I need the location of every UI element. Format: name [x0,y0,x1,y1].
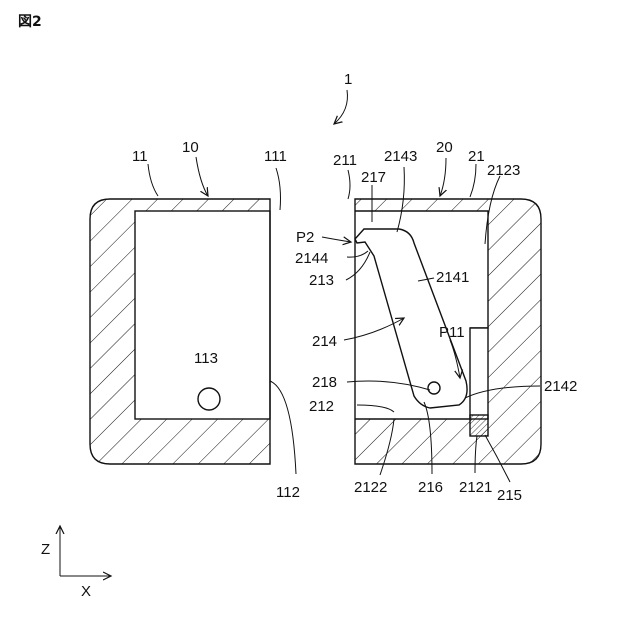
label-112: 112 [276,484,300,501]
label-111: 111 [264,148,287,165]
slot-2121 [470,328,488,419]
label-213: 213 [309,272,334,289]
label-2141: 2141 [436,269,469,286]
label-2142: 2142 [544,378,577,395]
label-1: 1 [344,71,352,88]
label-211: 211 [333,152,357,169]
label-215: 215 [497,487,522,504]
label-218: 218 [312,374,337,391]
label-113: 113 [194,350,218,367]
label-11: 11 [132,148,148,165]
label-217: 217 [361,169,386,186]
label-20: 20 [436,139,453,156]
figure-title: 図2 [18,14,42,30]
stopper-215 [470,415,488,436]
left-cavity-112 [135,211,270,419]
label-2144: 2144 [295,250,328,267]
label-P11: P11 [439,324,465,341]
x-axis-label: X [81,583,91,600]
label-2123: 2123 [487,162,520,179]
label-2143: 2143 [384,148,417,165]
label-2121: 2121 [459,479,492,496]
label-2122: 2122 [354,479,387,496]
label-212: 212 [309,398,334,415]
label-10: 10 [182,139,199,156]
label-21: 21 [468,148,485,165]
label-214: 214 [312,333,337,350]
z-axis-label: Z [41,541,50,558]
label-P2: P2 [296,229,314,246]
label-216: 216 [418,479,443,496]
left-component-10 [90,199,270,464]
axis-indicator: Z X [41,526,111,600]
